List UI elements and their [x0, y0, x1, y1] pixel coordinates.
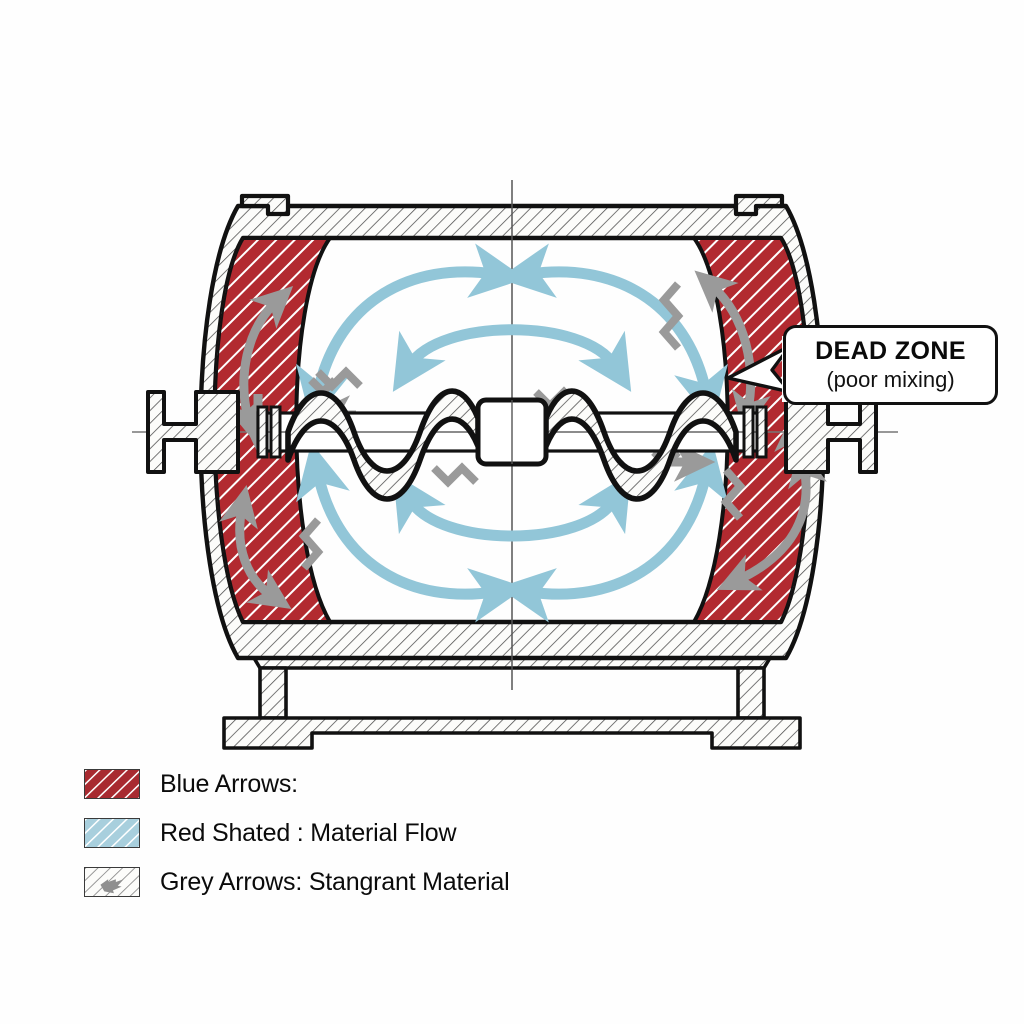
top-right-nozzle: [733, 193, 785, 217]
flow-arrow-upper-inner: [392, 324, 632, 392]
squiggle-upper-left: [315, 366, 363, 392]
legend-label: Blue Arrows:: [160, 769, 298, 798]
legend-label: Grey Arrows: Stangrant Material: [160, 867, 510, 896]
legend-item: Grey Arrows: Stangrant Material: [84, 860, 704, 904]
blue-hatch-swatch: [84, 818, 140, 848]
callout-title: DEAD ZONE: [815, 337, 966, 365]
squiggle-center-bottom: [431, 462, 479, 488]
callout-subtitle: (poor mixing): [826, 367, 955, 392]
flow-arrow-lower-outer-right: [498, 442, 728, 623]
flow-arrow-lower-outer-left: [296, 442, 526, 623]
left-bearing-flange: [146, 390, 240, 474]
legend: Blue Arrows: Red Shated : Material Flow: [84, 762, 704, 909]
squiggle-upper-right: [658, 281, 684, 351]
legend-item: Red Shated : Material Flow: [84, 811, 704, 855]
left-coupling: [256, 405, 282, 459]
red-hatch-swatch: [84, 769, 140, 799]
legend-item: Blue Arrows:: [84, 762, 704, 806]
squiggle-lower-right: [720, 467, 746, 521]
ribbon-agitator-right: [543, 388, 739, 502]
stagnant-arrow-group: [219, 270, 827, 609]
stagnant-arrow-top-left: [224, 286, 294, 441]
flow-arrow-upper-outer-left: [296, 243, 526, 424]
legend-label: Red Shated : Material Flow: [160, 818, 457, 847]
right-bearing-flange: [784, 390, 878, 474]
right-coupling: [742, 405, 768, 459]
stagnant-arrow-top-right: [694, 270, 771, 433]
grey-hatch-swatch: [84, 867, 140, 897]
squiggle-lower-left: [298, 517, 324, 571]
shaft-assembly: [256, 388, 768, 502]
dead-zone-callout[interactable]: DEAD ZONE (poor mixing): [783, 325, 998, 405]
flow-arrow-lower-inner: [393, 472, 631, 542]
stagnant-arrow-bottom-left: [219, 485, 292, 609]
top-left-nozzle: [239, 193, 291, 217]
grey-arrow-glyph-icon: [100, 879, 124, 894]
stagnant-arrow-bottom-right: [716, 445, 827, 591]
